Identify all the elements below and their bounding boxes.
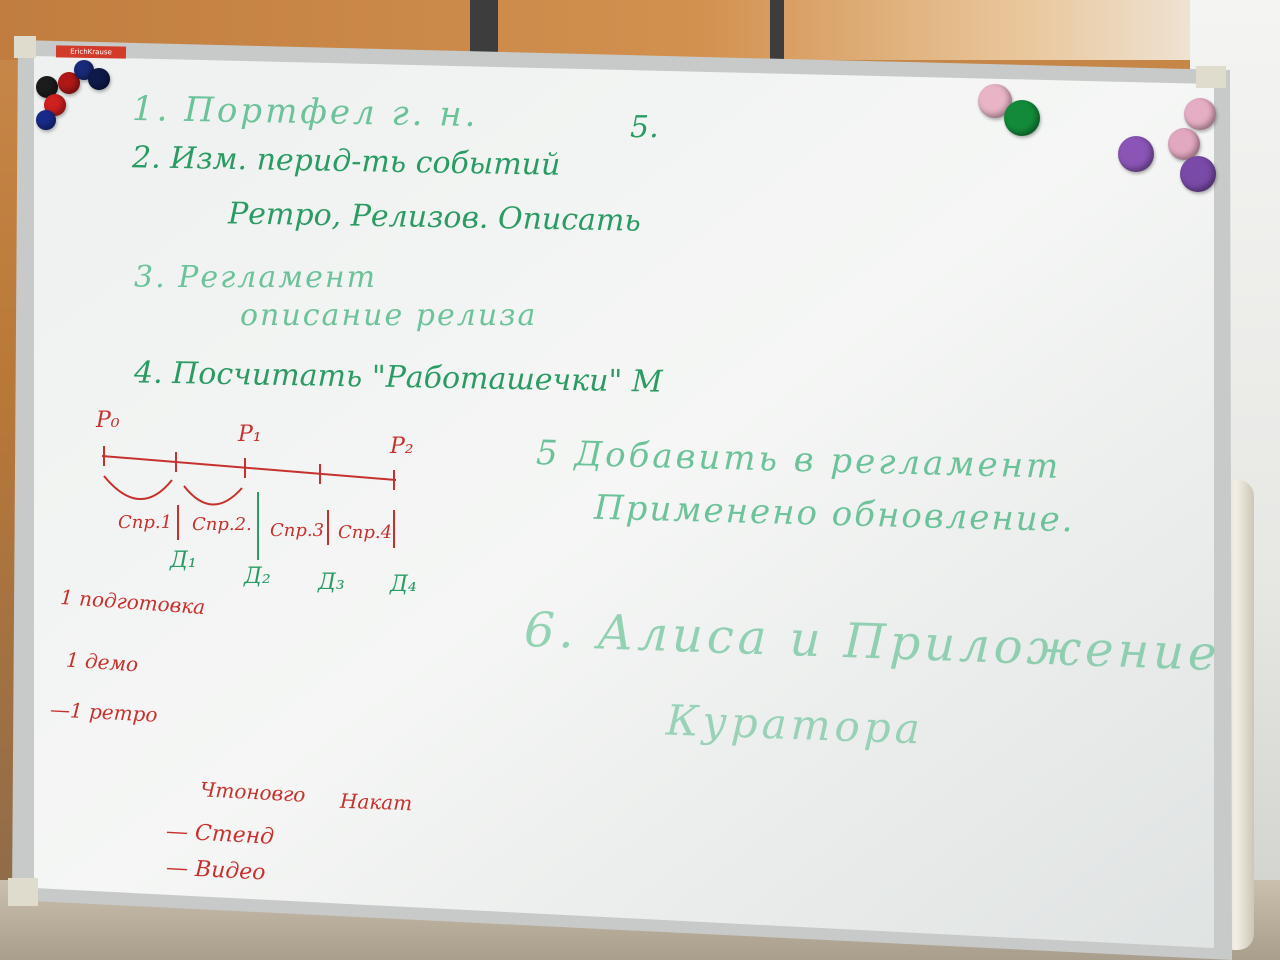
board-brand-label: ErichKrause [55, 45, 127, 59]
bottom-item-2: — Видео [165, 855, 267, 886]
sprint-arc [103, 475, 173, 500]
magnet[interactable] [58, 72, 80, 94]
magnet[interactable] [1168, 128, 1200, 160]
magnet[interactable] [36, 76, 58, 98]
magnet[interactable] [36, 110, 56, 130]
timeline-drawing [101, 446, 397, 548]
sprint-arc [183, 485, 243, 506]
sprint-label-2: Спр.2. [192, 514, 252, 535]
timeline-axis [101, 455, 397, 481]
board-item-3: 3. Регламент [134, 260, 378, 295]
magnet[interactable] [88, 68, 110, 90]
sprint-label-3: Спр.3 [270, 520, 325, 541]
board-item-1: 1. Портфел г. н. [131, 88, 479, 136]
corner-cap [8, 878, 38, 906]
board-surface [34, 56, 1214, 948]
demo-label-3: Д₃ [318, 570, 345, 595]
note-line-2: 1 демо [65, 647, 139, 677]
corner-cap [14, 36, 36, 58]
board-item-3-sub: описание релиза [240, 298, 538, 333]
timeline-label-p0: P₀ [96, 408, 120, 433]
board-item-5-top: 5. [630, 110, 659, 145]
magnet[interactable] [1184, 98, 1216, 130]
sprint-label-1: Спр.1 [118, 512, 173, 533]
magnet[interactable] [1004, 100, 1040, 136]
bottom-right-heading: Накат [339, 788, 413, 816]
demo-label-1: Д₁ [170, 548, 197, 573]
board-item-2: 2. Изм. перид-ть событий [131, 140, 561, 183]
board-item-2-sub: Ретро, Релизов. Описать [227, 196, 642, 239]
sprint-label-4: Спр.4 [338, 522, 393, 543]
timeline-label-p2: P₂ [390, 434, 414, 459]
magnet[interactable] [1118, 136, 1154, 172]
demo-label-4: Д₄ [390, 572, 417, 597]
demo-label-2: Д₂ [244, 564, 271, 589]
corner-cap [1196, 66, 1226, 88]
board-item-6-sub: Куратора [665, 695, 925, 754]
magnet[interactable] [1180, 156, 1216, 192]
timeline-label-p1: P₁ [238, 422, 262, 447]
